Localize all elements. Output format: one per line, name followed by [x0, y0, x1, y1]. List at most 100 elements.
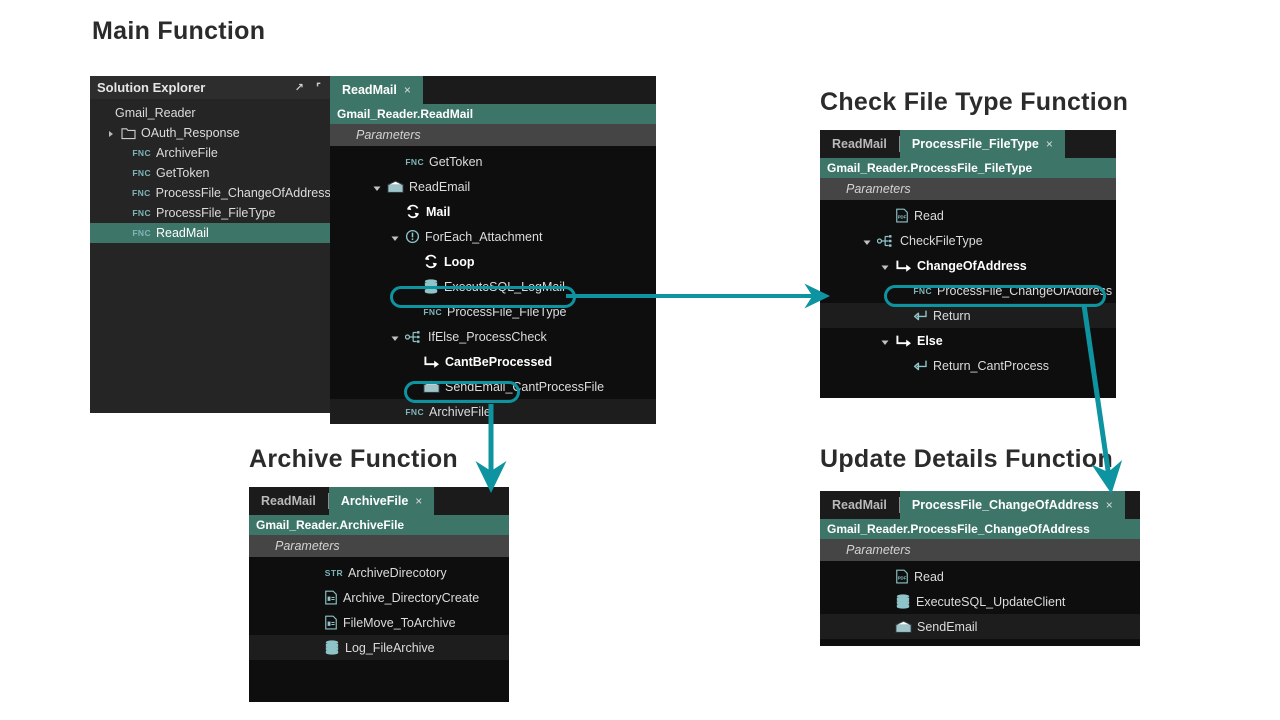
solution-explorer-item-label: ArchiveFile	[156, 146, 218, 160]
solution-explorer-item-oauth_response[interactable]: OAuth_Response	[90, 123, 330, 143]
tree-row-sendemail_cantprocessfile[interactable]: SendEmail_CantProcessFile	[330, 374, 656, 399]
tabbar-empty-area	[422, 76, 656, 104]
caret-spacer	[95, 108, 105, 118]
file-document-icon	[324, 615, 338, 630]
caret-spacer	[880, 211, 890, 221]
tree-row-cantbeprocessed[interactable]: CantBeProcessed	[330, 349, 656, 374]
tree-row-ifelse_processcheck[interactable]: IfElse_ProcessCheck	[330, 324, 656, 349]
tree-row-label: CheckFileType	[900, 233, 983, 248]
loop-refresh-icon	[405, 204, 421, 219]
tab-archivefile[interactable]: ArchiveFile×	[328, 487, 435, 515]
tab-readmail[interactable]: ReadMail×	[330, 76, 423, 104]
tab-processfile_changeofaddress[interactable]: ProcessFile_ChangeOfAddress×	[899, 491, 1125, 519]
tree-row-label: ArchiveDirecotory	[348, 565, 447, 580]
tree-row-mail[interactable]: Mail	[330, 199, 656, 224]
tab-label: ReadMail	[832, 137, 887, 151]
solution-explorer-item-gmail_reader[interactable]: Gmail_Reader	[90, 103, 330, 123]
expander-icon[interactable]	[390, 332, 400, 342]
tree-row-label: Else	[917, 333, 943, 348]
tab-separator	[327, 493, 329, 509]
database-icon	[324, 640, 340, 655]
branch-arrow-icon	[895, 259, 912, 273]
expander-icon[interactable]	[880, 261, 890, 271]
tabbar-empty-area	[1064, 130, 1116, 158]
tree-row-log_filearchive[interactable]: Log_FileArchive	[249, 635, 509, 660]
tree-row-reademail[interactable]: ReadEmail	[330, 174, 656, 199]
breadcrumb-changeofaddress: Gmail_Reader.ProcessFile_ChangeOfAddress	[820, 519, 1140, 539]
tree-row-else[interactable]: Else	[820, 328, 1116, 353]
tree-row-label: ExecuteSQL_UpdateClient	[916, 594, 1066, 609]
tree-row-executesql_updateclient[interactable]: ExecuteSQL_UpdateClient	[820, 589, 1140, 614]
tree-row-label: ExecuteSQL_LogMail	[444, 279, 565, 294]
tree-row-label: Return	[933, 308, 971, 323]
svg-text:PDF: PDF	[898, 576, 907, 581]
parameters-row-archivefile: Parameters	[249, 535, 509, 557]
expander-icon[interactable]	[372, 182, 382, 192]
close-icon[interactable]: ×	[1045, 137, 1053, 151]
pin-icon[interactable]: ⌜	[315, 82, 321, 94]
fnc-icon: FNC	[913, 285, 932, 296]
caret-spacer	[309, 593, 319, 603]
tab-readmail[interactable]: ReadMail	[820, 130, 899, 158]
close-icon[interactable]: ×	[403, 83, 411, 97]
caret-spacer	[309, 643, 319, 653]
tab-separator	[898, 497, 900, 513]
tree-row-label: ProcessFile_FileType	[447, 304, 567, 319]
caret-spacer	[117, 168, 127, 178]
database-icon	[895, 594, 911, 609]
close-icon[interactable]: ×	[1105, 498, 1113, 512]
tree-row-filemove_toarchive[interactable]: FileMove_ToArchive	[249, 610, 509, 635]
caret-spacer	[408, 382, 418, 392]
fnc-icon: FNC	[405, 156, 424, 167]
tree-row-return[interactable]: Return	[820, 303, 1116, 328]
tree-row-return_cantprocess[interactable]: Return_CantProcess	[820, 353, 1116, 378]
maximize-icon[interactable]: ↗	[294, 82, 304, 94]
tab-processfile_filetype[interactable]: ProcessFile_FileType×	[899, 130, 1065, 158]
tree-row-checkfiletype[interactable]: CheckFileType	[820, 228, 1116, 253]
tree-row-sendemail[interactable]: SendEmail	[820, 614, 1140, 639]
tree-row-label: IfElse_ProcessCheck	[428, 329, 547, 344]
tree-row-label: Read	[914, 208, 944, 223]
expander-icon[interactable]	[390, 232, 400, 242]
tree-row-label: Log_FileArchive	[345, 640, 435, 655]
tree-row-executesql_logmail[interactable]: ExecuteSQL_LogMail	[330, 274, 656, 299]
tabbar-filetype: ReadMail ProcessFile_FileType×	[820, 130, 1116, 158]
pdf-file-icon: PDF	[895, 569, 909, 584]
tab-readmail[interactable]: ReadMail	[820, 491, 899, 519]
tree-row-loop[interactable]: Loop	[330, 249, 656, 274]
caret-spacer	[117, 188, 127, 198]
tree-row-foreach_attachment[interactable]: ForEach_Attachment	[330, 224, 656, 249]
caret-spacer	[390, 207, 400, 217]
fnc-icon: FNC	[423, 306, 442, 317]
tree-row-label: ArchiveFile	[429, 404, 491, 419]
section-title-archive: Archive Function	[249, 445, 458, 473]
close-icon[interactable]: ×	[415, 494, 423, 508]
expander-icon[interactable]	[862, 236, 872, 246]
tree-row-changeofaddress[interactable]: ChangeOfAddress	[820, 253, 1116, 278]
tree-row-label: Loop	[444, 254, 475, 269]
tree-row-archive_directorycreate[interactable]: Archive_DirectoryCreate	[249, 585, 509, 610]
tabbar-empty-area	[434, 487, 509, 515]
tab-readmail[interactable]: ReadMail	[249, 487, 328, 515]
tree-row-processfile_filetype[interactable]: FNC ProcessFile_FileType	[330, 299, 656, 324]
solution-explorer-header: Solution Explorer ↗ ⌜	[90, 76, 330, 99]
expander-icon[interactable]	[106, 128, 116, 138]
expander-icon[interactable]	[880, 336, 890, 346]
mail-icon	[895, 620, 912, 634]
solution-explorer-title: Solution Explorer	[97, 80, 206, 95]
